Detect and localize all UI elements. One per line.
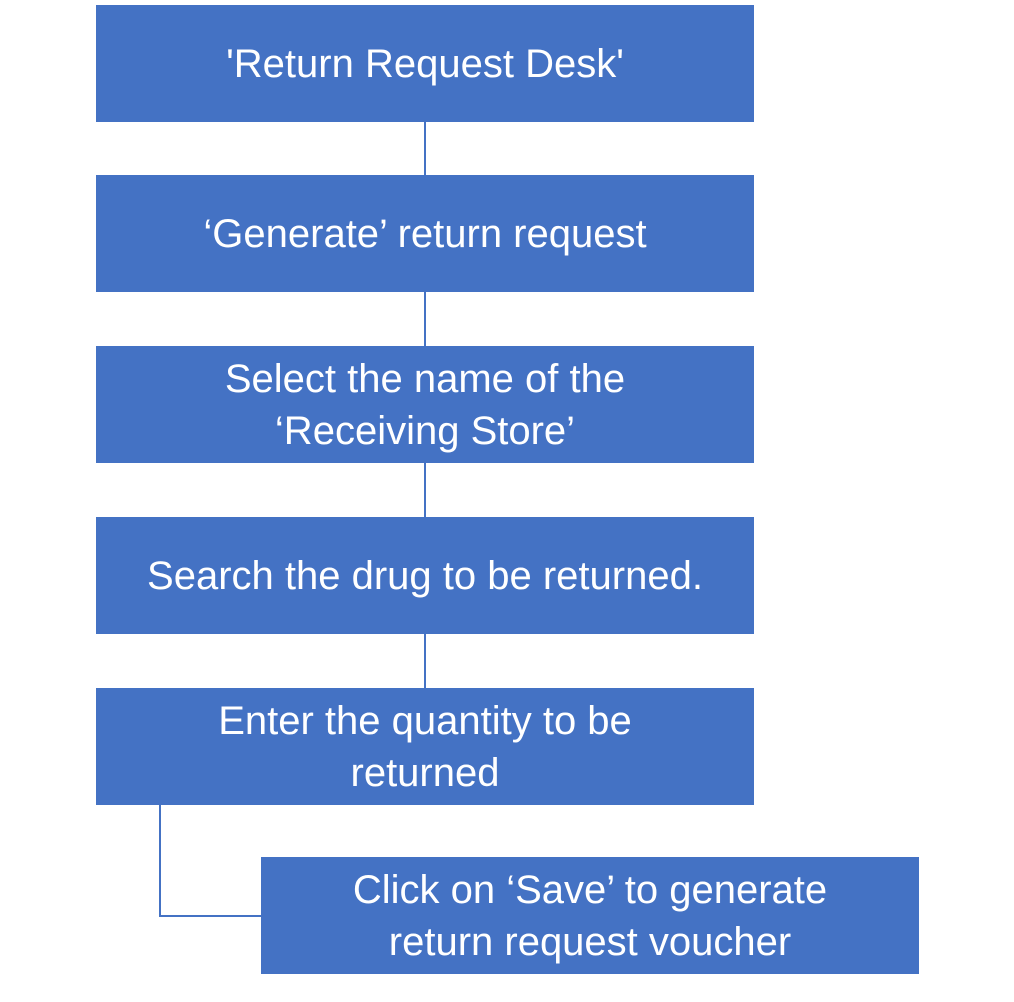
step-select-receiving-store: Select the name of the ‘Receiving Store’ — [96, 346, 754, 463]
step-generate-return-request: ‘Generate’ return request — [96, 175, 754, 292]
step-click-save: Click on ‘Save’ to generate return reque… — [261, 857, 919, 974]
step-search-drug: Search the drug to be returned. — [96, 517, 754, 634]
step-return-request-desk: 'Return Request Desk' — [96, 5, 754, 122]
connector-5-6 — [159, 805, 261, 917]
step-enter-quantity: Enter the quantity to be returned — [96, 688, 754, 805]
